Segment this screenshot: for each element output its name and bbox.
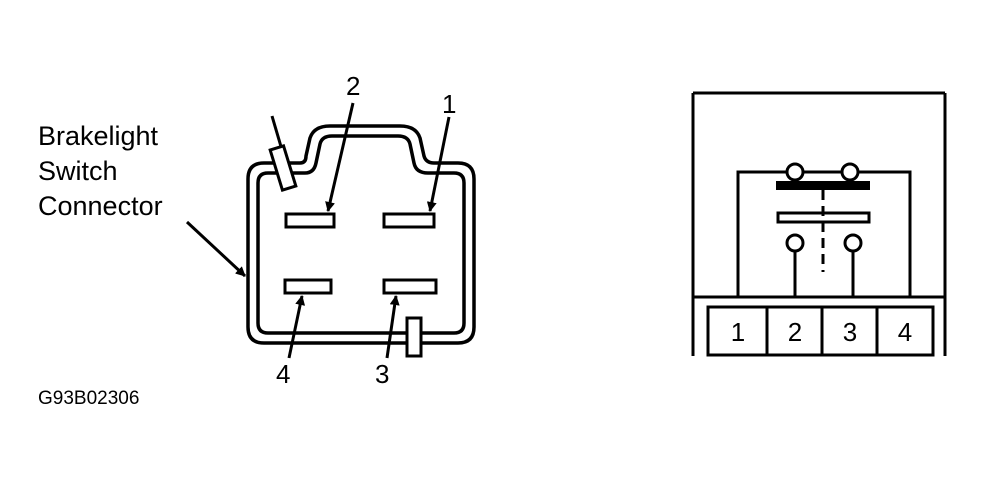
pin-number-3: 3 [375,359,389,389]
upper-contact-right [840,162,860,182]
upper-contact-left [785,162,805,182]
connector-housing-outer [246,124,476,345]
pin-slot-4 [283,278,333,295]
terminal-label-2: 2 [788,317,802,347]
figure-code: G93B02306 [38,388,139,409]
arrow-pin-2 [325,102,355,212]
wire-top-left [270,115,284,151]
label-line-2: Switch [38,156,118,186]
label-line-3: Connector [38,191,163,221]
pin-number-2: 2 [346,71,360,101]
wire-bottom [405,316,423,358]
lower-contact-right [843,233,863,253]
wire-outer-loop [736,170,912,297]
label-line-1: Brakelight [38,121,159,151]
connector-diagram: 2 1 4 3 Brakelight Switch Connector G93B… [38,71,476,409]
arrow-connector-label [185,220,247,278]
pin-slot-3 [382,278,438,295]
lock-tab [268,143,298,193]
terminal-label-3: 3 [843,317,857,347]
pin-number-1: 1 [442,89,456,119]
pin-number-4: 4 [276,359,290,389]
terminal-label-1: 1 [731,317,745,347]
upper-contact-bar [776,181,870,190]
connector-housing-inner [256,134,466,335]
switch-schematic: 1 2 3 4 [691,91,947,357]
lower-contact-left [785,233,805,253]
arrow-pin-3 [385,295,400,359]
arrow-pin-1 [426,116,451,212]
terminal-label-4: 4 [898,317,912,347]
arrow-pin-4 [287,295,306,359]
pin-slot-1 [382,212,436,229]
pin-slot-2 [284,212,336,229]
